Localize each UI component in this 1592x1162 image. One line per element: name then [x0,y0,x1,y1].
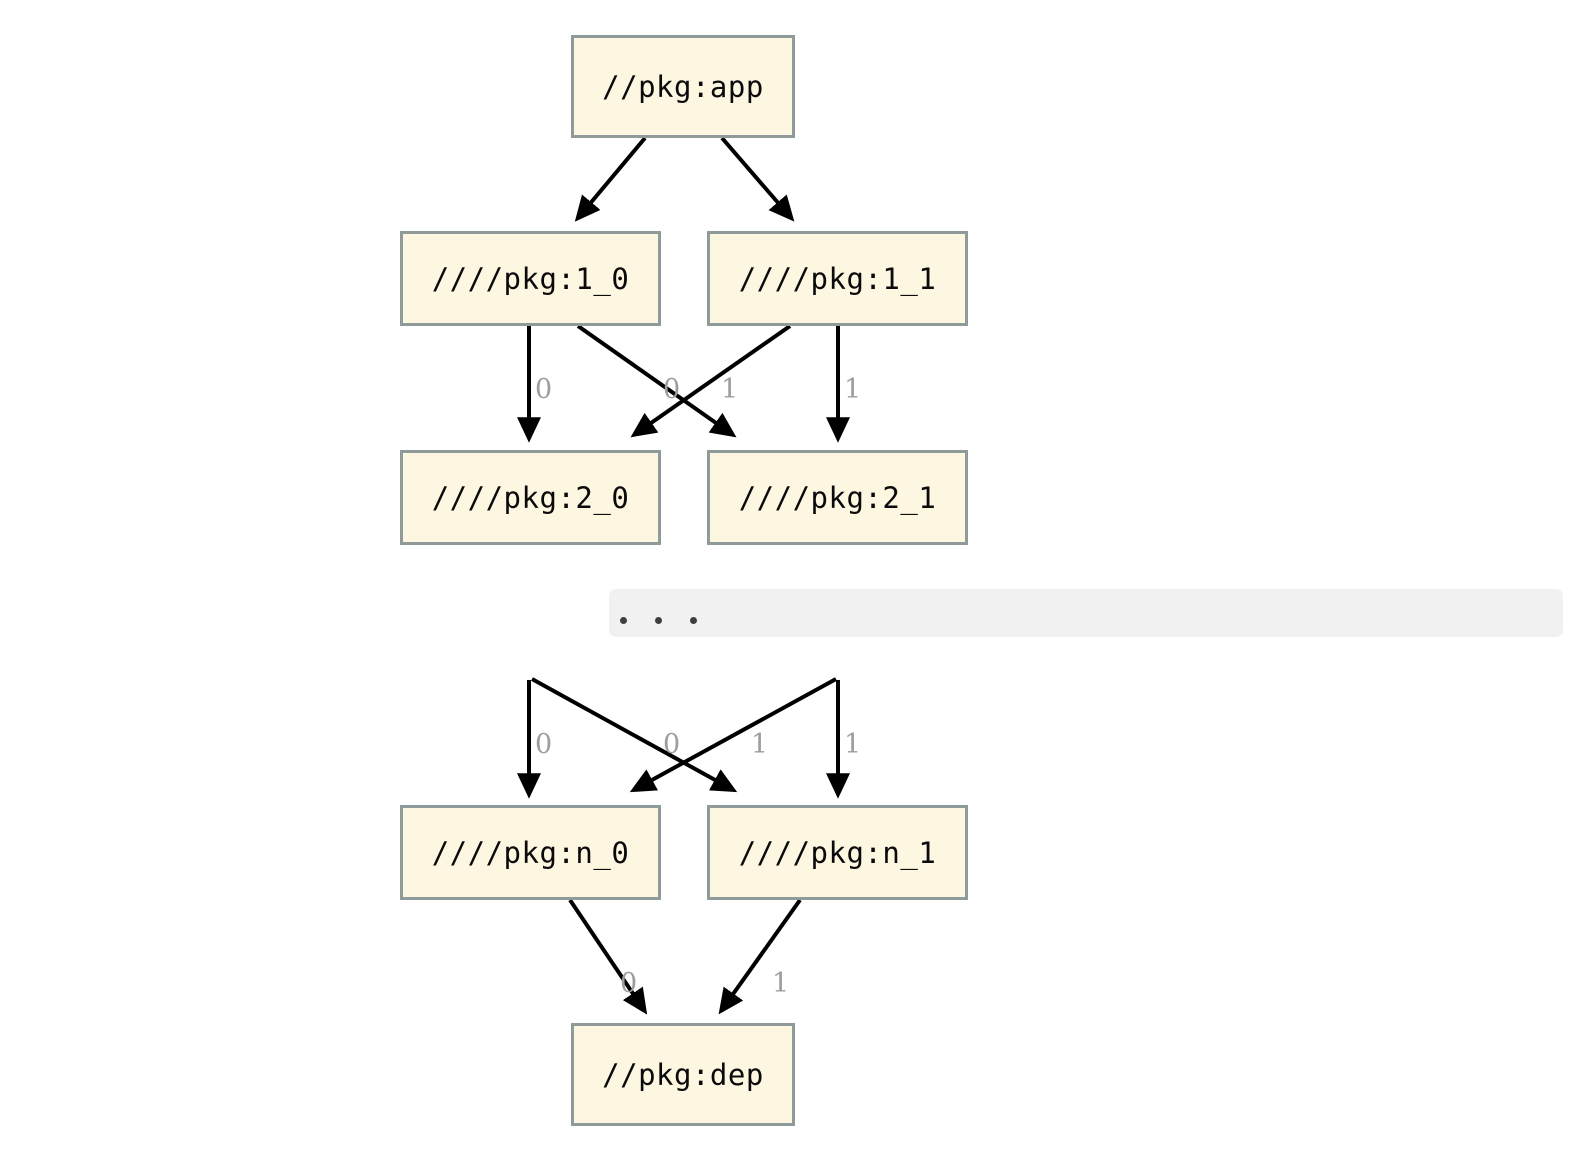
graph-node-l1_1[interactable]: ////pkg:1_1 [707,231,968,326]
graph-node-label: //pkg:dep [602,1057,764,1092]
edge-label-e-1_1-2_1: 1 [844,374,862,405]
edge-label-e-x-n_0: 0 [535,729,553,760]
graph-node-label: //pkg:app [602,69,764,104]
graph-node-label: ////pkg:1_1 [738,261,937,296]
edge-label-e-y-n_1: 1 [844,729,862,760]
graph-edge-e-1_1-2_0 [630,324,792,438]
ellipsis-dots [609,617,697,637]
graph-edge-e-n_1-dep [718,898,802,1015]
graph-node-label: ////pkg:2_0 [431,480,630,515]
ellipsis-dot [620,617,627,624]
graph-node-ln_0[interactable]: ////pkg:n_0 [400,805,661,900]
graph-node-ln_1[interactable]: ////pkg:n_1 [707,805,968,900]
graph-node-label: ////pkg:n_0 [431,835,630,870]
graph-node-l2_0[interactable]: ////pkg:2_0 [400,450,661,545]
edges-group [517,136,850,1015]
graph-edge-e-1_0-2_1 [576,324,737,438]
graph-node-label: ////pkg:2_1 [738,480,937,515]
graph-node-app[interactable]: //pkg:app [571,35,795,138]
graph-node-label: ////pkg:1_0 [431,261,630,296]
edge-label-e-1_0-2_0: 0 [535,374,553,405]
edge-label-e-n_1-dep: 1 [772,968,790,999]
edge-label-e-n_0-dep: 0 [620,968,638,999]
graph-edge-e-n_0-dep [568,898,648,1015]
graph-node-dep[interactable]: //pkg:dep [571,1023,795,1126]
edge-label-e-y-n_0: 1 [751,729,769,760]
graph-node-label: ////pkg:n_1 [738,835,937,870]
edge-label-e-1_1-2_0: 1 [721,374,739,405]
graph-node-l1_0[interactable]: ////pkg:1_0 [400,231,661,326]
collapsed-levels-indicator [609,589,1563,637]
graph-edge-e-app-1_0 [574,136,647,222]
graph-node-l2_1[interactable]: ////pkg:2_1 [707,450,968,545]
edge-label-e-1_0-2_1: 0 [663,374,681,405]
ellipsis-dot [655,617,662,624]
ellipsis-dot [690,617,697,624]
graph-edge-e-app-1_1 [720,136,795,222]
graph-edge-e-x-n_1 [531,677,738,793]
edge-label-e-x-n_1: 0 [663,729,681,760]
graph-edge-e-y-n_0 [629,677,837,793]
